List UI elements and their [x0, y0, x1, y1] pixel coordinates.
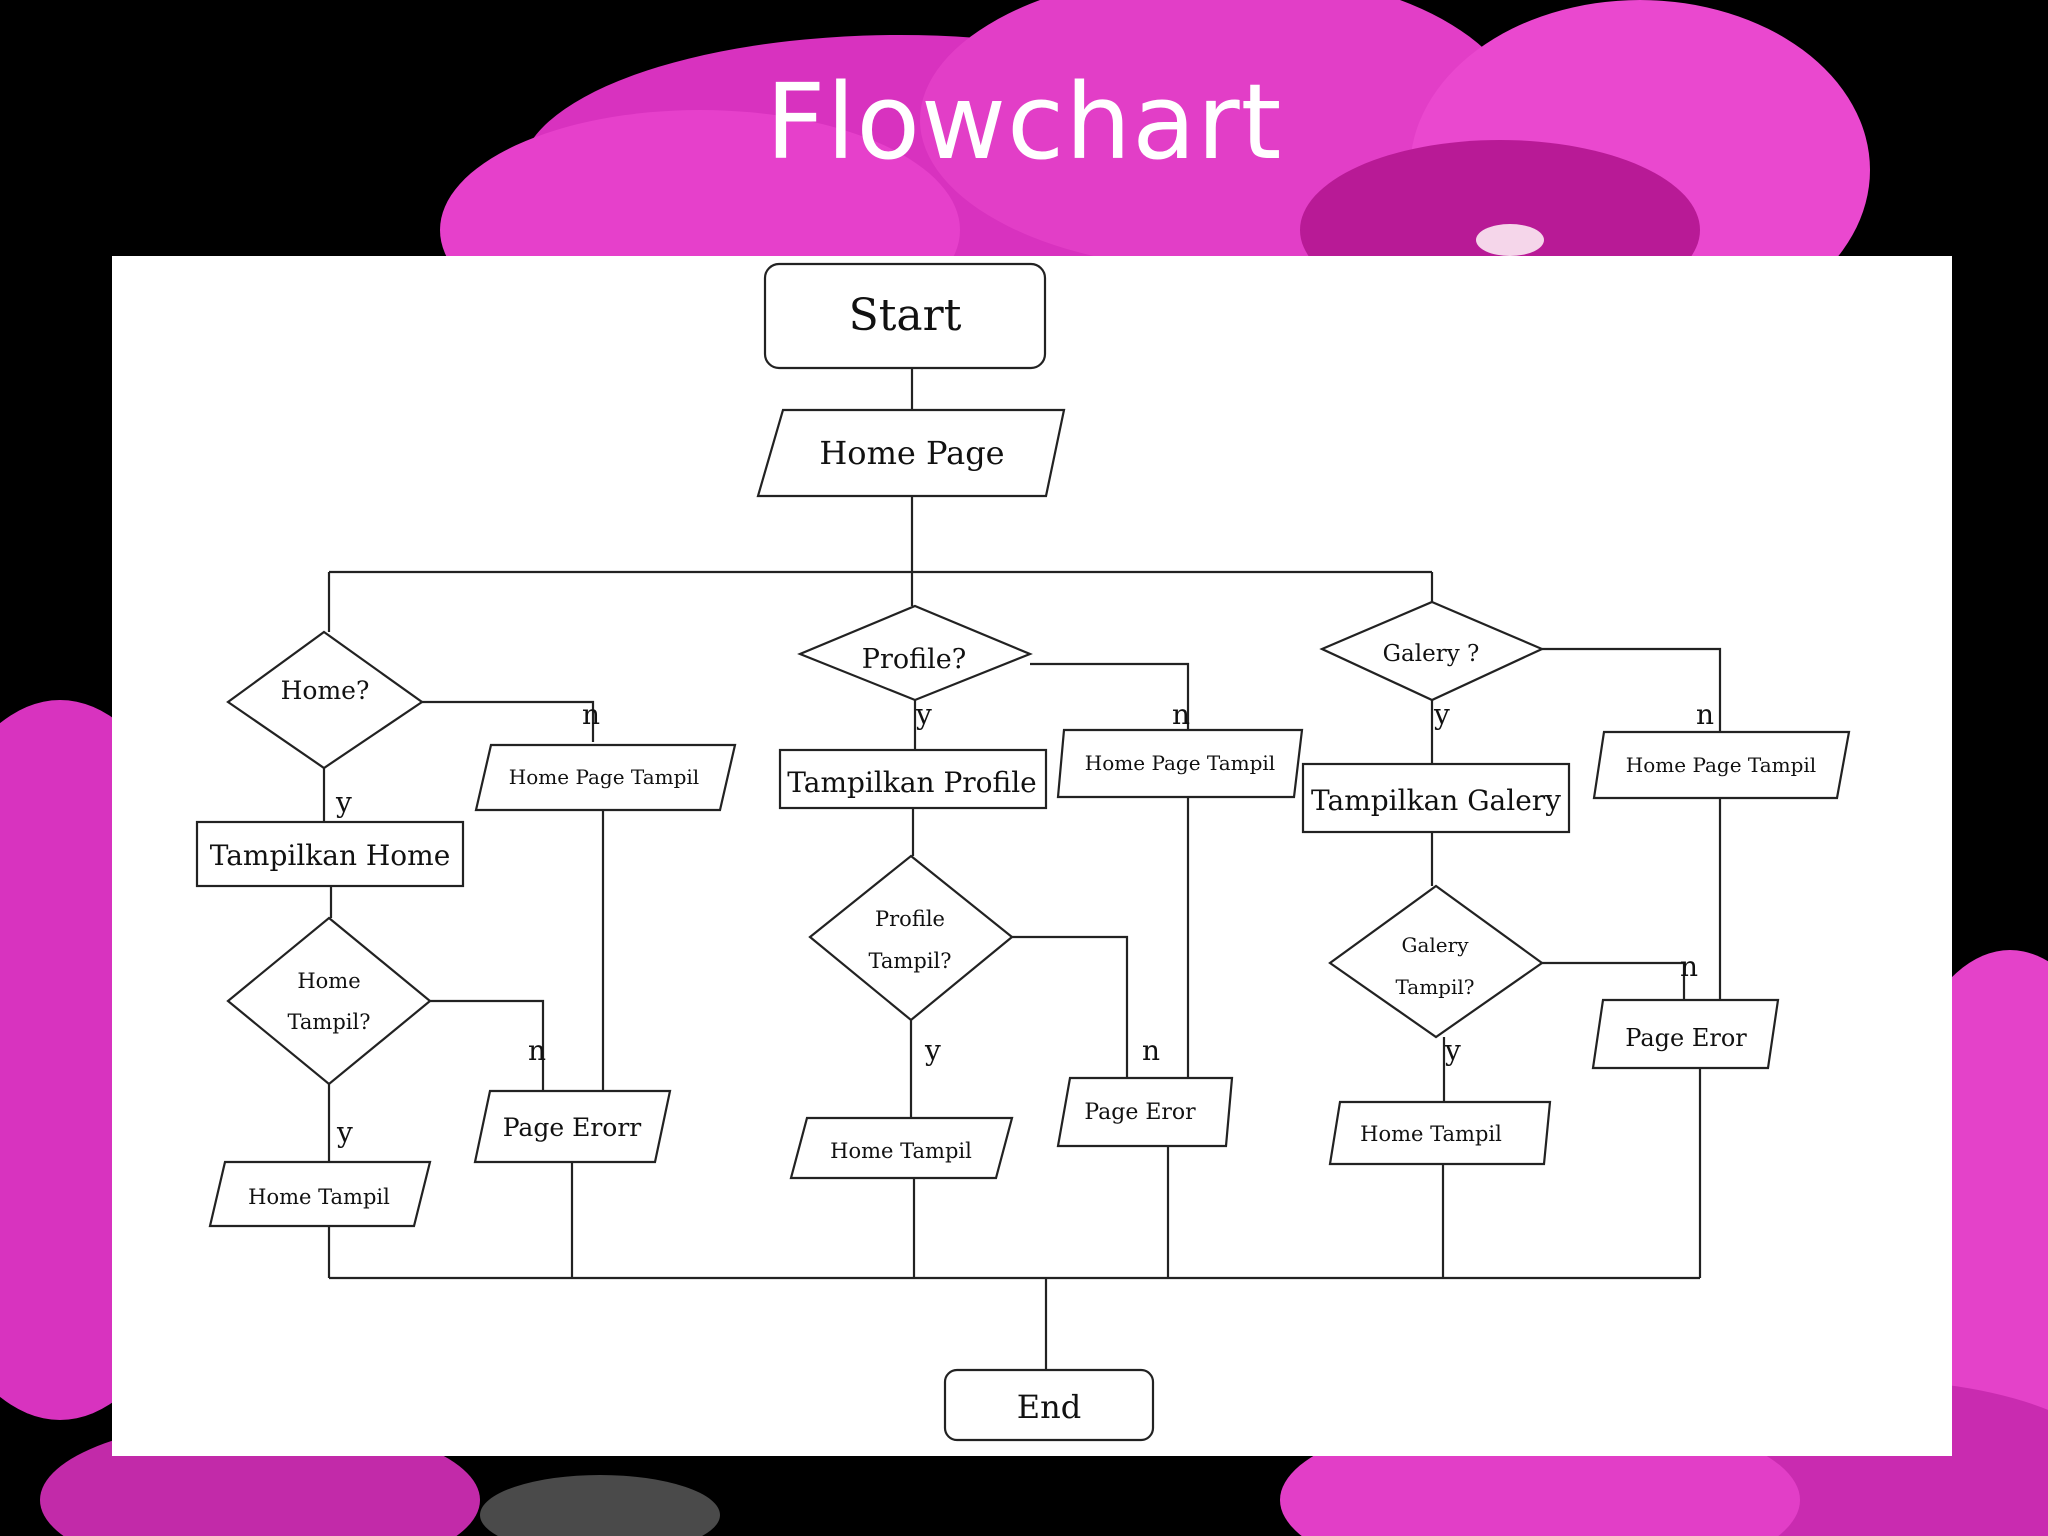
home-page-io: Home Page	[756, 408, 1066, 498]
profile-check-yes-label: y	[924, 1034, 941, 1067]
connector-profile-no	[1030, 662, 1190, 730]
home-error-output-shape	[473, 1089, 672, 1164]
profile-decision-label: Profile?	[862, 644, 966, 675]
galery-check-no-label: n	[1680, 950, 1698, 983]
home-yes-label: y	[335, 786, 352, 819]
profile-check-no-label: n	[1142, 1034, 1160, 1067]
profile-check-line1: Profile	[875, 907, 945, 931]
galery-yes-output-label: Home Tampil	[1360, 1122, 1502, 1146]
slide-title: Flowchart	[765, 61, 1283, 183]
galery-check-shape	[1328, 884, 1544, 1039]
profile-check-line2: Tampil?	[869, 949, 952, 973]
home-decision-shape	[226, 630, 424, 770]
home-check-yes-label: y	[336, 1116, 353, 1149]
galery-decision-shape	[1319, 600, 1545, 702]
connector-home-check-no	[430, 999, 545, 1091]
profile-no-output-shape	[1056, 728, 1304, 799]
home-decision-label: Home?	[281, 676, 370, 705]
galery-no-output-shape	[1592, 730, 1851, 800]
galery-error-output-shape	[1591, 998, 1780, 1070]
home-process-label: Tampilkan Home	[210, 839, 451, 872]
profile-branch: Profile? y n Home Page Tampil Tampilkan …	[778, 604, 1304, 1180]
home-process-shape	[195, 820, 465, 888]
end-label: End	[1017, 1388, 1081, 1426]
profile-error-output-shape	[1056, 1076, 1234, 1148]
home-check-line2: Tampil?	[288, 1010, 371, 1034]
connector-lines	[322, 368, 1722, 1370]
home-check-shape	[226, 916, 432, 1086]
profile-yes-output-label: Home Tampil	[830, 1139, 972, 1163]
galery-error-output-label: Page Eror	[1625, 1024, 1747, 1052]
galery-check-yes-label: y	[1444, 1034, 1461, 1067]
end-terminal: End	[943, 1368, 1155, 1442]
connector-home-no	[422, 700, 595, 742]
home-branch: Home? y n Home Page Tampil Tampilkan Hom…	[195, 630, 737, 1228]
galery-check-line1: Galery	[1402, 933, 1470, 957]
galery-yes-label: y	[1433, 698, 1450, 731]
home-no-output-label: Home Page Tampil	[509, 765, 699, 789]
profile-no-output-label: Home Page Tampil	[1085, 751, 1275, 775]
start-shape	[763, 262, 1047, 370]
home-yes-output-label: Home Tampil	[248, 1185, 390, 1209]
profile-decision-shape	[797, 604, 1033, 702]
home-check-line1: Home	[297, 969, 360, 993]
connector-galery-no	[1542, 647, 1722, 732]
end-shape	[943, 1368, 1155, 1442]
galery-yes-output-shape	[1328, 1100, 1552, 1166]
profile-yes-label: y	[915, 698, 932, 731]
profile-error-output-label: Page Eror	[1084, 1100, 1196, 1125]
connector-profile-check-no	[1012, 935, 1129, 1078]
galery-process-shape	[1301, 762, 1571, 834]
profile-no-label: n	[1172, 698, 1190, 731]
start-label: Start	[849, 290, 962, 341]
profile-process-label: Tampilkan Profile	[787, 766, 1036, 799]
profile-process-shape	[778, 748, 1048, 810]
home-page-label: Home Page	[819, 434, 1004, 472]
home-error-output-label: Page Erorr	[503, 1113, 642, 1142]
galery-decision-label: Galery ?	[1383, 641, 1480, 667]
galery-check-line2: Tampil?	[1396, 975, 1475, 999]
start-terminal: Start	[763, 262, 1047, 370]
galery-process-label: Tampilkan Galery	[1311, 784, 1561, 817]
home-no-output-shape	[474, 743, 737, 812]
galery-no-output-label: Home Page Tampil	[1626, 753, 1816, 777]
home-yes-output-shape	[208, 1160, 432, 1228]
galery-no-label: n	[1696, 698, 1714, 731]
home-no-label: n	[582, 698, 600, 731]
connector-galery-check-no	[1542, 961, 1686, 1000]
home-page-shape	[756, 408, 1066, 498]
profile-check-shape	[808, 854, 1014, 1022]
galery-branch: Galery ? y n Home Page Tampil Tampilkan …	[1301, 600, 1851, 1166]
home-check-no-label: n	[528, 1034, 546, 1067]
profile-yes-output-shape	[789, 1116, 1014, 1180]
